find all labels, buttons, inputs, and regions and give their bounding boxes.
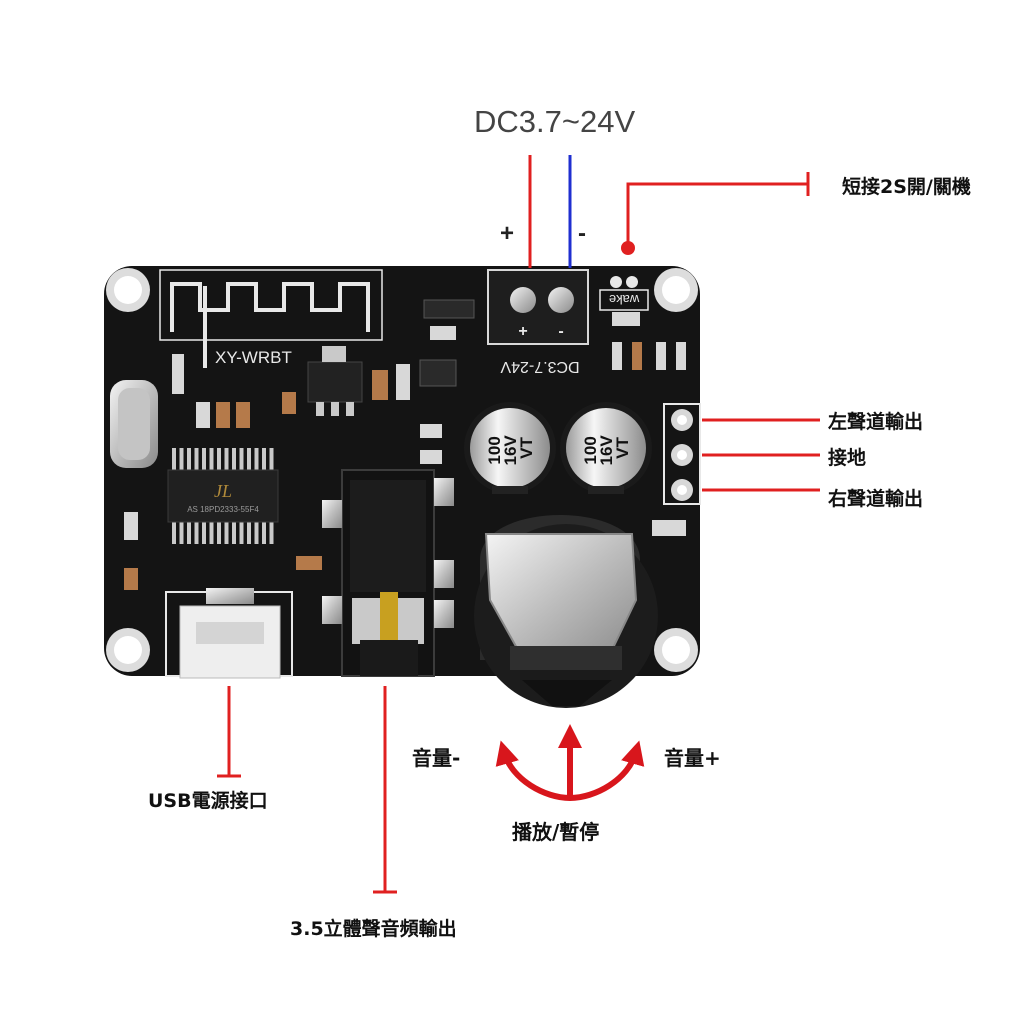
voltage-regulator bbox=[307, 346, 363, 416]
chip-pin bbox=[239, 448, 244, 470]
knob-arrows bbox=[495, 724, 645, 801]
capacitor-series: VT bbox=[517, 437, 536, 459]
smd-components bbox=[124, 299, 686, 590]
svg-text:100 16V VT: 100 16V VT bbox=[581, 431, 632, 466]
wake-callout-line bbox=[626, 182, 808, 248]
wake-label: 短接2S開/關機 bbox=[842, 176, 971, 198]
chip-pin bbox=[269, 522, 274, 544]
crystal-oscillator bbox=[110, 380, 158, 468]
chip-pin bbox=[247, 448, 251, 470]
antenna-outline bbox=[159, 269, 383, 341]
capacitor-voltage: 16V bbox=[597, 435, 616, 466]
chip-pin bbox=[194, 522, 199, 544]
chip-pin bbox=[232, 522, 236, 544]
terminal-minus-mark: - bbox=[558, 323, 563, 340]
chip-pin bbox=[224, 522, 229, 544]
terminal-plus-mark: + bbox=[518, 323, 527, 340]
antenna-trace bbox=[170, 282, 370, 368]
main-chip: JL AS 18PD2333-55F4 bbox=[167, 448, 279, 544]
voltage-silkscreen: DC3.7-24V bbox=[500, 358, 579, 375]
chip-marking: AS 18PD2333-55F4 bbox=[187, 505, 259, 514]
capacitor-value: 100 bbox=[485, 436, 504, 464]
capacitor-voltage: 16V bbox=[501, 435, 520, 466]
volume-up-arrow bbox=[569, 740, 645, 801]
chip-pin bbox=[232, 448, 236, 470]
usb-label: USB電源接口 bbox=[148, 790, 268, 812]
chip-logo: JL bbox=[214, 481, 232, 501]
board-model-text: XY-WRBT bbox=[215, 348, 292, 367]
chip-pin bbox=[217, 448, 221, 470]
capacitor-value: 100 bbox=[581, 436, 600, 464]
chip-pin bbox=[254, 448, 259, 470]
audio-jack-component bbox=[322, 469, 454, 677]
chip-pin bbox=[179, 448, 184, 470]
chip-pin bbox=[247, 522, 251, 544]
capacitor-series: VT bbox=[613, 437, 632, 459]
chip-pin bbox=[217, 522, 221, 544]
chip-pin bbox=[262, 448, 266, 470]
capacitor-left: 100 16V VT bbox=[464, 402, 556, 494]
play-pause-label: 播放/暫停 bbox=[512, 820, 600, 844]
mounting-hole bbox=[106, 628, 150, 672]
audio-jack-label: 3.5立體聲音頻輸出 bbox=[290, 918, 457, 940]
chip-pin bbox=[209, 448, 214, 470]
chip-pin bbox=[239, 522, 244, 544]
power-plus-label: + bbox=[500, 220, 515, 247]
mounting-hole bbox=[654, 628, 698, 672]
chip-pin bbox=[172, 448, 176, 470]
svg-text:100 16V VT: 100 16V VT bbox=[485, 431, 536, 466]
volume-down-arrow bbox=[495, 740, 571, 801]
capacitor-right: 100 16V VT bbox=[560, 402, 652, 494]
left-channel-label: 左聲道輸出 bbox=[828, 411, 924, 433]
chip-pin bbox=[187, 522, 191, 544]
chip-pin bbox=[202, 522, 206, 544]
chip-pin bbox=[269, 448, 274, 470]
output-header bbox=[663, 403, 701, 505]
right-channel-label: 右聲道輸出 bbox=[828, 488, 924, 510]
rotary-encoder bbox=[474, 515, 658, 708]
chip-pin bbox=[262, 522, 266, 544]
volume-up-label: 音量+ bbox=[664, 746, 721, 770]
power-minus-label: - bbox=[578, 220, 586, 247]
page-title: DC3.7~24V bbox=[474, 104, 636, 139]
pcb-board: XY-WRBT JL AS 18PD2333-55F4 bbox=[104, 266, 701, 708]
dc-screw-terminal: + - bbox=[487, 269, 589, 345]
chip-pin bbox=[224, 448, 229, 470]
volume-down-label: 音量- bbox=[412, 746, 461, 770]
ground-label: 接地 bbox=[828, 447, 867, 469]
usb-port-component bbox=[165, 588, 293, 679]
mounting-hole bbox=[654, 268, 698, 312]
wake-point-dot bbox=[621, 241, 635, 255]
chip-pin bbox=[179, 522, 184, 544]
chip-pin bbox=[187, 448, 191, 470]
chip-pin bbox=[194, 448, 199, 470]
mounting-hole bbox=[106, 268, 150, 312]
chip-pin bbox=[209, 522, 214, 544]
chip-pin bbox=[254, 522, 259, 544]
wake-silkscreen: wake bbox=[609, 292, 640, 307]
chip-pin bbox=[172, 522, 176, 544]
chip-pin bbox=[202, 448, 206, 470]
wake-pads: wake bbox=[599, 276, 649, 311]
